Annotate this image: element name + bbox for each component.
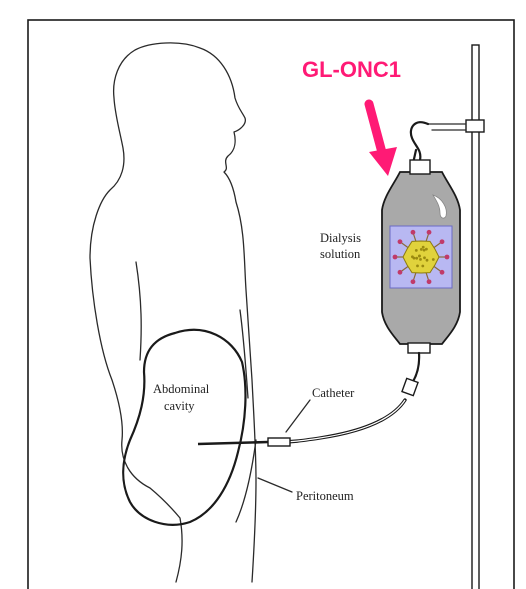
virus-spike-tip (427, 279, 432, 284)
virus-spike-tip (393, 255, 398, 260)
virus-spike-tip (411, 279, 416, 284)
catheter-leader (286, 400, 310, 432)
abdominal-label-line2: cavity (164, 399, 195, 413)
virus-texture-dot (419, 258, 422, 261)
virus-texture-dot (420, 248, 423, 251)
dialysis-label-line1: Dialysis (320, 231, 361, 245)
catheter-label: Catheter (312, 386, 355, 400)
catheter-connector (268, 438, 290, 446)
virus-texture-dot (415, 249, 418, 252)
drip-chamber (402, 378, 418, 395)
headline-label: GL-ONC1 (302, 57, 401, 82)
virus-texture-dot (418, 255, 421, 258)
virus-texture-dot (415, 257, 418, 260)
bag-bottom-port (408, 343, 430, 353)
virus-texture-dot (425, 248, 428, 251)
pink-arrow-icon (369, 104, 397, 176)
peritoneum-label: Peritoneum (296, 489, 354, 503)
virus-texture-dot (426, 259, 429, 262)
virus-texture-dot (432, 258, 435, 261)
virus-spike-tip (445, 255, 450, 260)
virus-spike-tip (411, 230, 416, 235)
peritoneum-leader (258, 478, 292, 492)
dialysis-label-line2: solution (320, 247, 361, 261)
virus-spike-tip (440, 239, 445, 244)
virus-texture-dot (422, 246, 425, 249)
catheter-inside (198, 442, 268, 444)
virus-spike-tip (440, 270, 445, 275)
virus-texture-dot (423, 256, 426, 259)
pole-clamp (466, 120, 484, 132)
human-silhouette (90, 43, 256, 582)
bag-top-cap (410, 160, 430, 174)
abdominal-label-line1: Abdominal (153, 382, 210, 396)
virus-texture-dot (421, 265, 424, 268)
pole-arm (428, 124, 466, 130)
virus-spike-tip (398, 270, 403, 275)
virus-spike-tip (398, 239, 403, 244)
abdominal-cavity-outline (123, 330, 245, 525)
catheter-tube (280, 400, 405, 442)
virus-texture-dot (411, 255, 414, 258)
catheter-tube-inner (280, 400, 405, 442)
virus-texture-dot (416, 265, 419, 268)
virus-spike-tip (427, 230, 432, 235)
